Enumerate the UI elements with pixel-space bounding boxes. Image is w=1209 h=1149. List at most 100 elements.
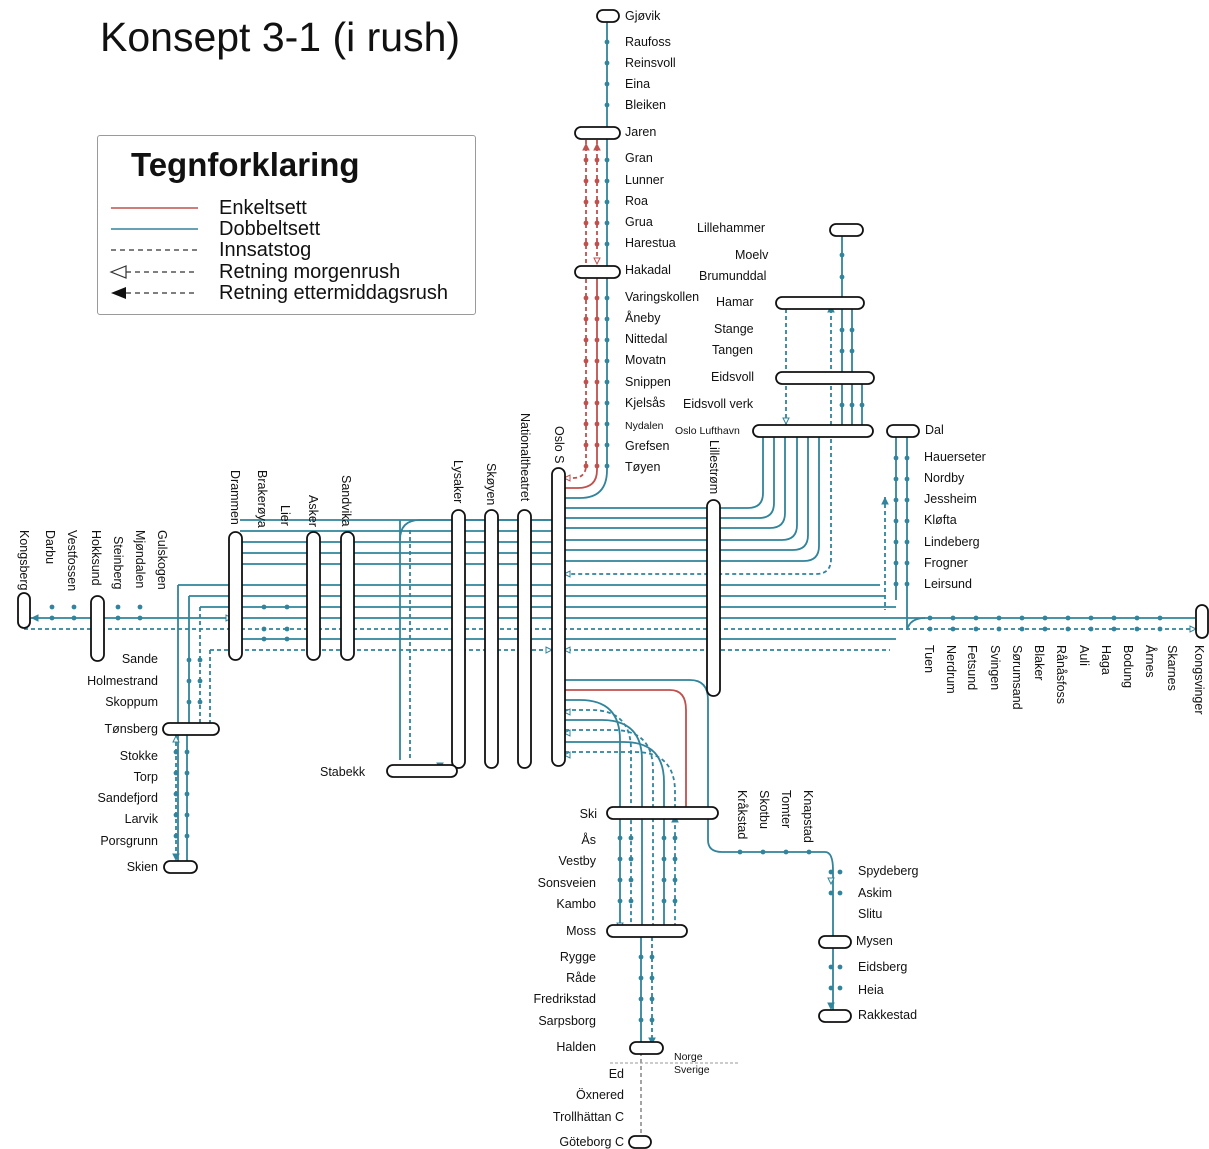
direction-arrow: [562, 751, 571, 759]
station-dot: [904, 518, 910, 524]
station-dot: [173, 812, 179, 818]
station-dot: [1042, 615, 1048, 621]
station-dot: [604, 379, 610, 385]
station-dot: [628, 856, 634, 862]
station-dot: [904, 539, 910, 545]
station-dot: [617, 856, 623, 862]
station-label: Eidsvoll: [711, 370, 754, 384]
station-label: Kambo: [556, 897, 596, 911]
rail-line: [565, 689, 687, 812]
station-label: Kråkstad: [735, 790, 749, 839]
station-dot: [71, 615, 77, 621]
station-dot: [649, 954, 655, 960]
station-dot: [71, 604, 77, 610]
station-dot: [261, 636, 267, 642]
station-label: Hauerseter: [924, 450, 986, 464]
station-label: Blaker: [1032, 645, 1046, 680]
station-dot: [1134, 626, 1140, 632]
station-dot: [197, 699, 203, 705]
station-dot: [1134, 615, 1140, 621]
station-label: Moss: [566, 924, 596, 938]
station-dot: [893, 476, 899, 482]
station-dot: [197, 678, 203, 684]
station-label: Mysen: [856, 934, 893, 948]
station-label: Fetsund: [965, 645, 979, 690]
station-label: Göteborg C: [559, 1135, 624, 1149]
station-hamar: [775, 296, 865, 310]
station-label: Skien: [127, 860, 158, 874]
station-dot: [583, 463, 589, 469]
station-label: Skotbu: [757, 790, 771, 829]
station-gjovik: [596, 9, 620, 23]
station-dot: [594, 178, 600, 184]
station-dot: [893, 455, 899, 461]
legend-box: Tegnforklaring Enkeltsett Dobbeltsett In…: [97, 135, 476, 315]
station-dot: [115, 615, 121, 621]
station-label: Skoppum: [105, 695, 158, 709]
station-label: Tøyen: [625, 460, 660, 474]
station-label: Ed: [609, 1067, 624, 1081]
station-dot: [1088, 615, 1094, 621]
station-label: Vestfossen: [65, 530, 79, 591]
station-dot: [583, 316, 589, 322]
direction-arrow: [1189, 625, 1198, 633]
station-dot: [1157, 626, 1163, 632]
direction-arrow: [827, 1002, 835, 1011]
station-dot: [594, 157, 600, 163]
station-dot: [583, 199, 589, 205]
station-label: Tuen: [922, 645, 936, 673]
station-dot: [927, 615, 933, 621]
station-label: Nordby: [924, 471, 965, 485]
station-dot: [594, 241, 600, 247]
station-dot: [604, 178, 610, 184]
legend-label-enkeltsett: Enkeltsett: [219, 197, 307, 219]
station-dot: [594, 379, 600, 385]
station-jaren: [574, 126, 621, 140]
direction-arrow: [881, 496, 889, 505]
station-dot: [661, 898, 667, 904]
station-dot: [137, 604, 143, 610]
station-dot: [893, 518, 899, 524]
station-dot: [186, 678, 192, 684]
station-label: Svingen: [988, 645, 1002, 690]
station-dot: [893, 581, 899, 587]
station-label: Brumunddal: [699, 269, 766, 283]
station-dot: [839, 274, 845, 280]
legend-title: Tegnforklaring: [131, 146, 360, 183]
station-dot: [904, 581, 910, 587]
station-skoyen: [484, 509, 499, 769]
station-dot: [604, 241, 610, 247]
station-dot: [672, 856, 678, 862]
station-label: Varingskollen: [625, 290, 699, 304]
direction-arrow: [562, 646, 571, 654]
station-label: Lillestrøm: [707, 440, 721, 494]
direction-arrow: [562, 729, 571, 737]
station-label: Grua: [625, 215, 653, 229]
station-label: Stabekk: [320, 765, 366, 779]
station-dot: [904, 455, 910, 461]
station-dot: [927, 626, 933, 632]
rail-line: [399, 519, 565, 541]
station-dot: [1111, 626, 1117, 632]
station-label: Frogner: [924, 556, 968, 570]
station-dot: [893, 539, 899, 545]
station-dot: [115, 604, 121, 610]
station-dot: [583, 379, 589, 385]
station-dot: [638, 996, 644, 1002]
station-label: Nerdrum: [944, 645, 958, 694]
rail-line: [565, 432, 798, 541]
rail-line: [565, 432, 820, 562]
station-label: Auli: [1077, 645, 1091, 666]
station-dot: [672, 835, 678, 841]
station-dot: [950, 615, 956, 621]
station-dot: [839, 252, 845, 258]
station-label: Leirsund: [924, 577, 972, 591]
station-label: Ås: [581, 832, 596, 847]
station-label: Kongsberg: [17, 530, 31, 591]
station-label: Jaren: [625, 125, 656, 139]
station-label: Gran: [625, 151, 653, 165]
station-dot: [628, 877, 634, 883]
station-dot: [604, 295, 610, 301]
station-label: Gulskogen: [155, 530, 169, 590]
station-dot: [583, 442, 589, 448]
